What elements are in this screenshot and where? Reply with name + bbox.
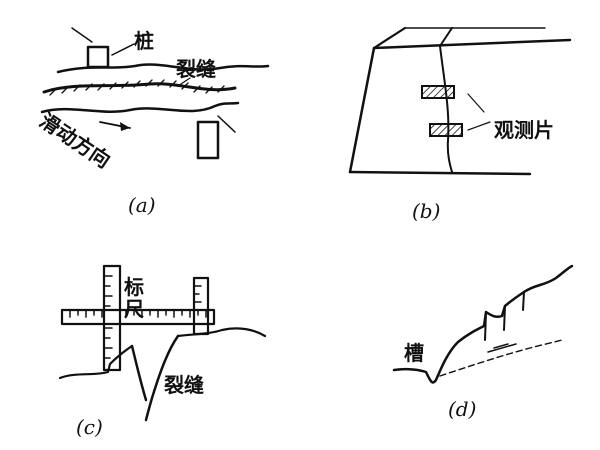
horizontal-ruler: [60, 308, 216, 326]
label-slide-direction: 滑动方向: [35, 108, 115, 173]
panel-b: 观测片 (b): [348, 26, 572, 223]
label-stake: 桩: [134, 29, 154, 53]
gauge-plate-upper: [421, 85, 455, 99]
label-crack-c: 裂缝: [164, 373, 204, 397]
caption-a: (a): [128, 193, 156, 217]
caption-d: (d): [448, 397, 476, 421]
slide-arrow: [99, 121, 131, 131]
crack-b: [439, 45, 453, 173]
lower-ground-line: [40, 101, 240, 114]
label-ruler-char-1: 标尺: [124, 275, 144, 321]
label-gauge: 观测片: [494, 118, 554, 142]
caption-c: (c): [76, 415, 103, 439]
label-crack-a: 裂缝: [176, 57, 216, 81]
caption-b: (b): [412, 199, 440, 223]
gauge-plate-lower: [429, 123, 463, 137]
vertical-ruler-small: [192, 276, 210, 336]
upper-ground-line: [56, 63, 270, 74]
stake-left: [71, 27, 135, 69]
stake-right: [196, 115, 236, 160]
panel-a: 桩 裂缝 滑动方向 (a): [35, 27, 270, 217]
crack-c: [130, 334, 180, 422]
crack-band: [42, 82, 237, 94]
panel-c: 标尺 裂缝 (c): [58, 264, 267, 439]
panel-d: 槽 (d): [392, 264, 574, 421]
vertical-ruler: [102, 264, 122, 372]
ground-right: [176, 327, 267, 338]
label-groove: 槽: [404, 341, 424, 365]
ground-left: [58, 344, 134, 380]
wall-outline: [348, 26, 572, 176]
